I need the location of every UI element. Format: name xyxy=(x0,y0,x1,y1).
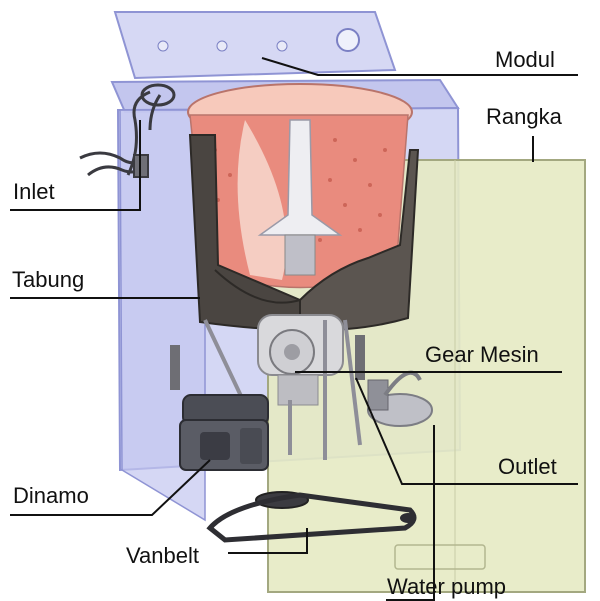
control-knob xyxy=(216,40,228,52)
control-knob xyxy=(276,40,288,52)
leader-outlet xyxy=(355,377,578,485)
control-knob xyxy=(157,40,169,52)
drum xyxy=(187,83,413,289)
label-outlet: Outlet xyxy=(498,454,557,479)
water-pump xyxy=(367,370,433,427)
motor xyxy=(179,394,269,471)
label-tabung: Tabung xyxy=(12,267,85,292)
leader-water-pump xyxy=(386,425,435,601)
label-dinamo: Dinamo xyxy=(13,483,89,508)
frame-grip xyxy=(394,544,486,570)
label-inlet: Inlet xyxy=(13,179,55,204)
leader-inlet xyxy=(10,120,141,211)
leader-modul xyxy=(261,57,578,76)
label-gear-mesin: Gear Mesin xyxy=(425,342,539,367)
label-modul: Modul xyxy=(495,47,555,72)
belt-drive xyxy=(206,491,417,543)
gear-mechanism xyxy=(257,314,344,406)
label-vanbelt: Vanbelt xyxy=(126,543,199,568)
leader-dinamo xyxy=(10,459,211,516)
control-dial xyxy=(336,28,360,52)
label-water-pump: Water pump xyxy=(387,574,507,599)
agitator xyxy=(257,119,343,236)
leader-vanbelt xyxy=(228,528,308,554)
label-rangka: Rangka xyxy=(486,104,562,129)
leader-lines xyxy=(10,57,578,601)
cabinet-top-panel xyxy=(113,11,397,80)
